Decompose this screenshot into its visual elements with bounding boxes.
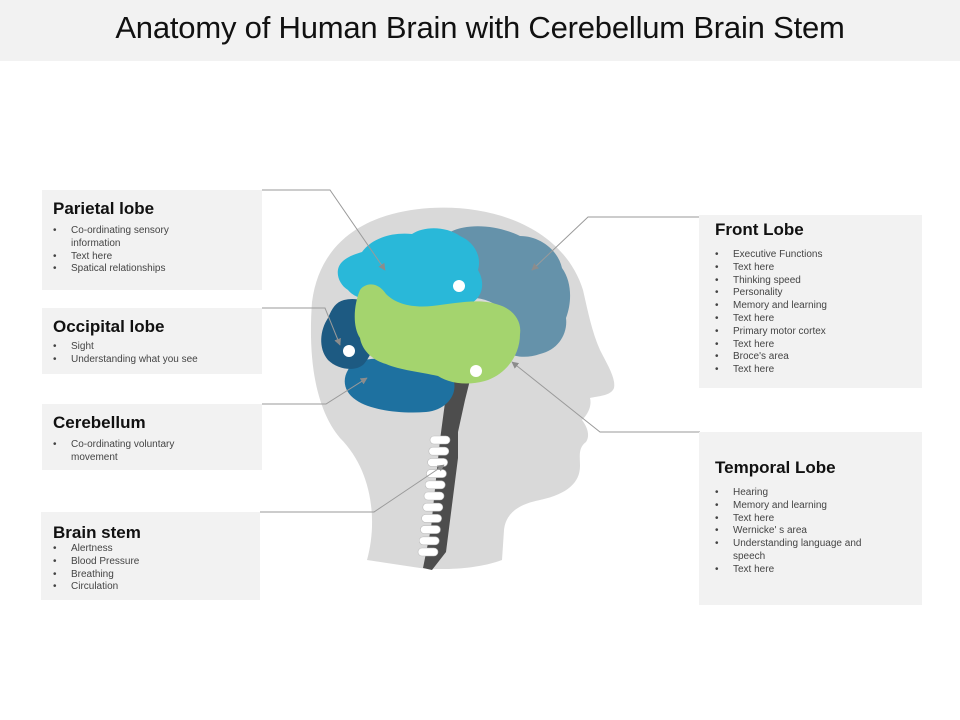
brainstem-list: AlertnessBlood PressureBreathingCirculat… [53,543,250,594]
bullet-item: Understanding language and speech [715,538,875,564]
bullet-item: Wernicke' s area [715,525,875,538]
frontal-lobe-shape [450,226,571,357]
bullet-item: Personality [715,287,912,300]
bullet-item: Understanding what you see [53,354,252,367]
brainstem-box: Brain stem AlertnessBlood PressureBreath… [41,512,260,600]
bullet-item: Broce's area [715,351,912,364]
bullet-item: Blood Pressure [53,556,250,569]
temporal-heading: Temporal Lobe [715,458,836,477]
parietal-heading: Parietal lobe [53,199,155,218]
bullet-item: Text here [715,564,875,577]
bullet-item: Text here [715,339,912,352]
vertebra [418,536,440,546]
brainstem-heading: Brain stem [53,523,141,542]
bullet-item: Thinking speed [715,275,912,288]
occipital-heading: Occipital lobe [53,317,165,336]
vertebra [427,458,448,467]
bullet-item: Co-ordinating voluntary movement [53,439,193,465]
bullet-item: Text here [715,262,912,275]
leader-line-frontal [531,216,700,271]
temporal-list: HearingMemory and learningText hereWerni… [715,487,875,577]
frontal-list: Executive FunctionsText hereThinking spe… [715,249,912,377]
vertebra [420,525,441,534]
bullet-item: Primary motor cortex [715,326,912,339]
parietal-list: Co-ordinating sensory informationText he… [53,225,193,276]
temporal-lobe-shape [354,284,521,384]
bullet-item: Alertness [53,543,250,556]
cerebellum-heading: Cerebellum [53,413,146,432]
title-bar [0,0,960,61]
leader-line-occipital [262,307,341,346]
leader-line-brainstem [260,464,445,513]
bullet-item: Text here [715,313,912,326]
vertebra [423,491,445,501]
bullet-item: Text here [53,251,193,264]
vertebra [417,547,439,557]
vertebra [429,435,451,445]
temporal-box: Temporal Lobe HearingMemory and learning… [699,432,922,605]
occipital-list: SightUnderstanding what you see [53,341,252,367]
bullet-item: Breathing [53,569,250,582]
vertebra [424,480,446,490]
occipital-box: Occipital lobe SightUnderstanding what y… [42,308,262,374]
bullet-item: Memory and learning [715,500,875,513]
bullet-item: Executive Functions [715,249,912,262]
bullet-item: Sight [53,341,252,354]
bullet-item: Memory and learning [715,300,912,313]
marker-dot-parietal [453,280,465,292]
frontal-box: Front Lobe Executive FunctionsText hereT… [699,215,922,388]
marker-dot-occipital [343,345,355,357]
bullet-item: Circulation [53,581,250,594]
bullet-item: Spatical relationships [53,263,193,276]
vertebra [421,514,442,523]
leader-line-temporal [511,361,700,433]
page-title: Anatomy of Human Brain with Cerebellum B… [115,10,845,45]
vertebra [426,469,447,478]
leader-line-cerebellum [262,377,368,405]
bullet-item: Text here [715,364,912,377]
cerebellum-box: Cerebellum Co-ordinating voluntary movem… [42,404,262,470]
bullet-item: Hearing [715,487,875,500]
parietal-box: Parietal lobe Co-ordinating sensory info… [42,190,262,290]
frontal-heading: Front Lobe [715,220,804,239]
leader-line-parietal [262,189,386,271]
bullet-item: Text here [715,513,875,526]
marker-dot-temporal [470,365,482,377]
vertebra [428,446,450,456]
cerebellum-list: Co-ordinating voluntary movement [53,439,193,465]
vertebra [422,502,444,512]
bullet-item: Co-ordinating sensory information [53,225,193,251]
spine-vertebrae [417,435,451,557]
